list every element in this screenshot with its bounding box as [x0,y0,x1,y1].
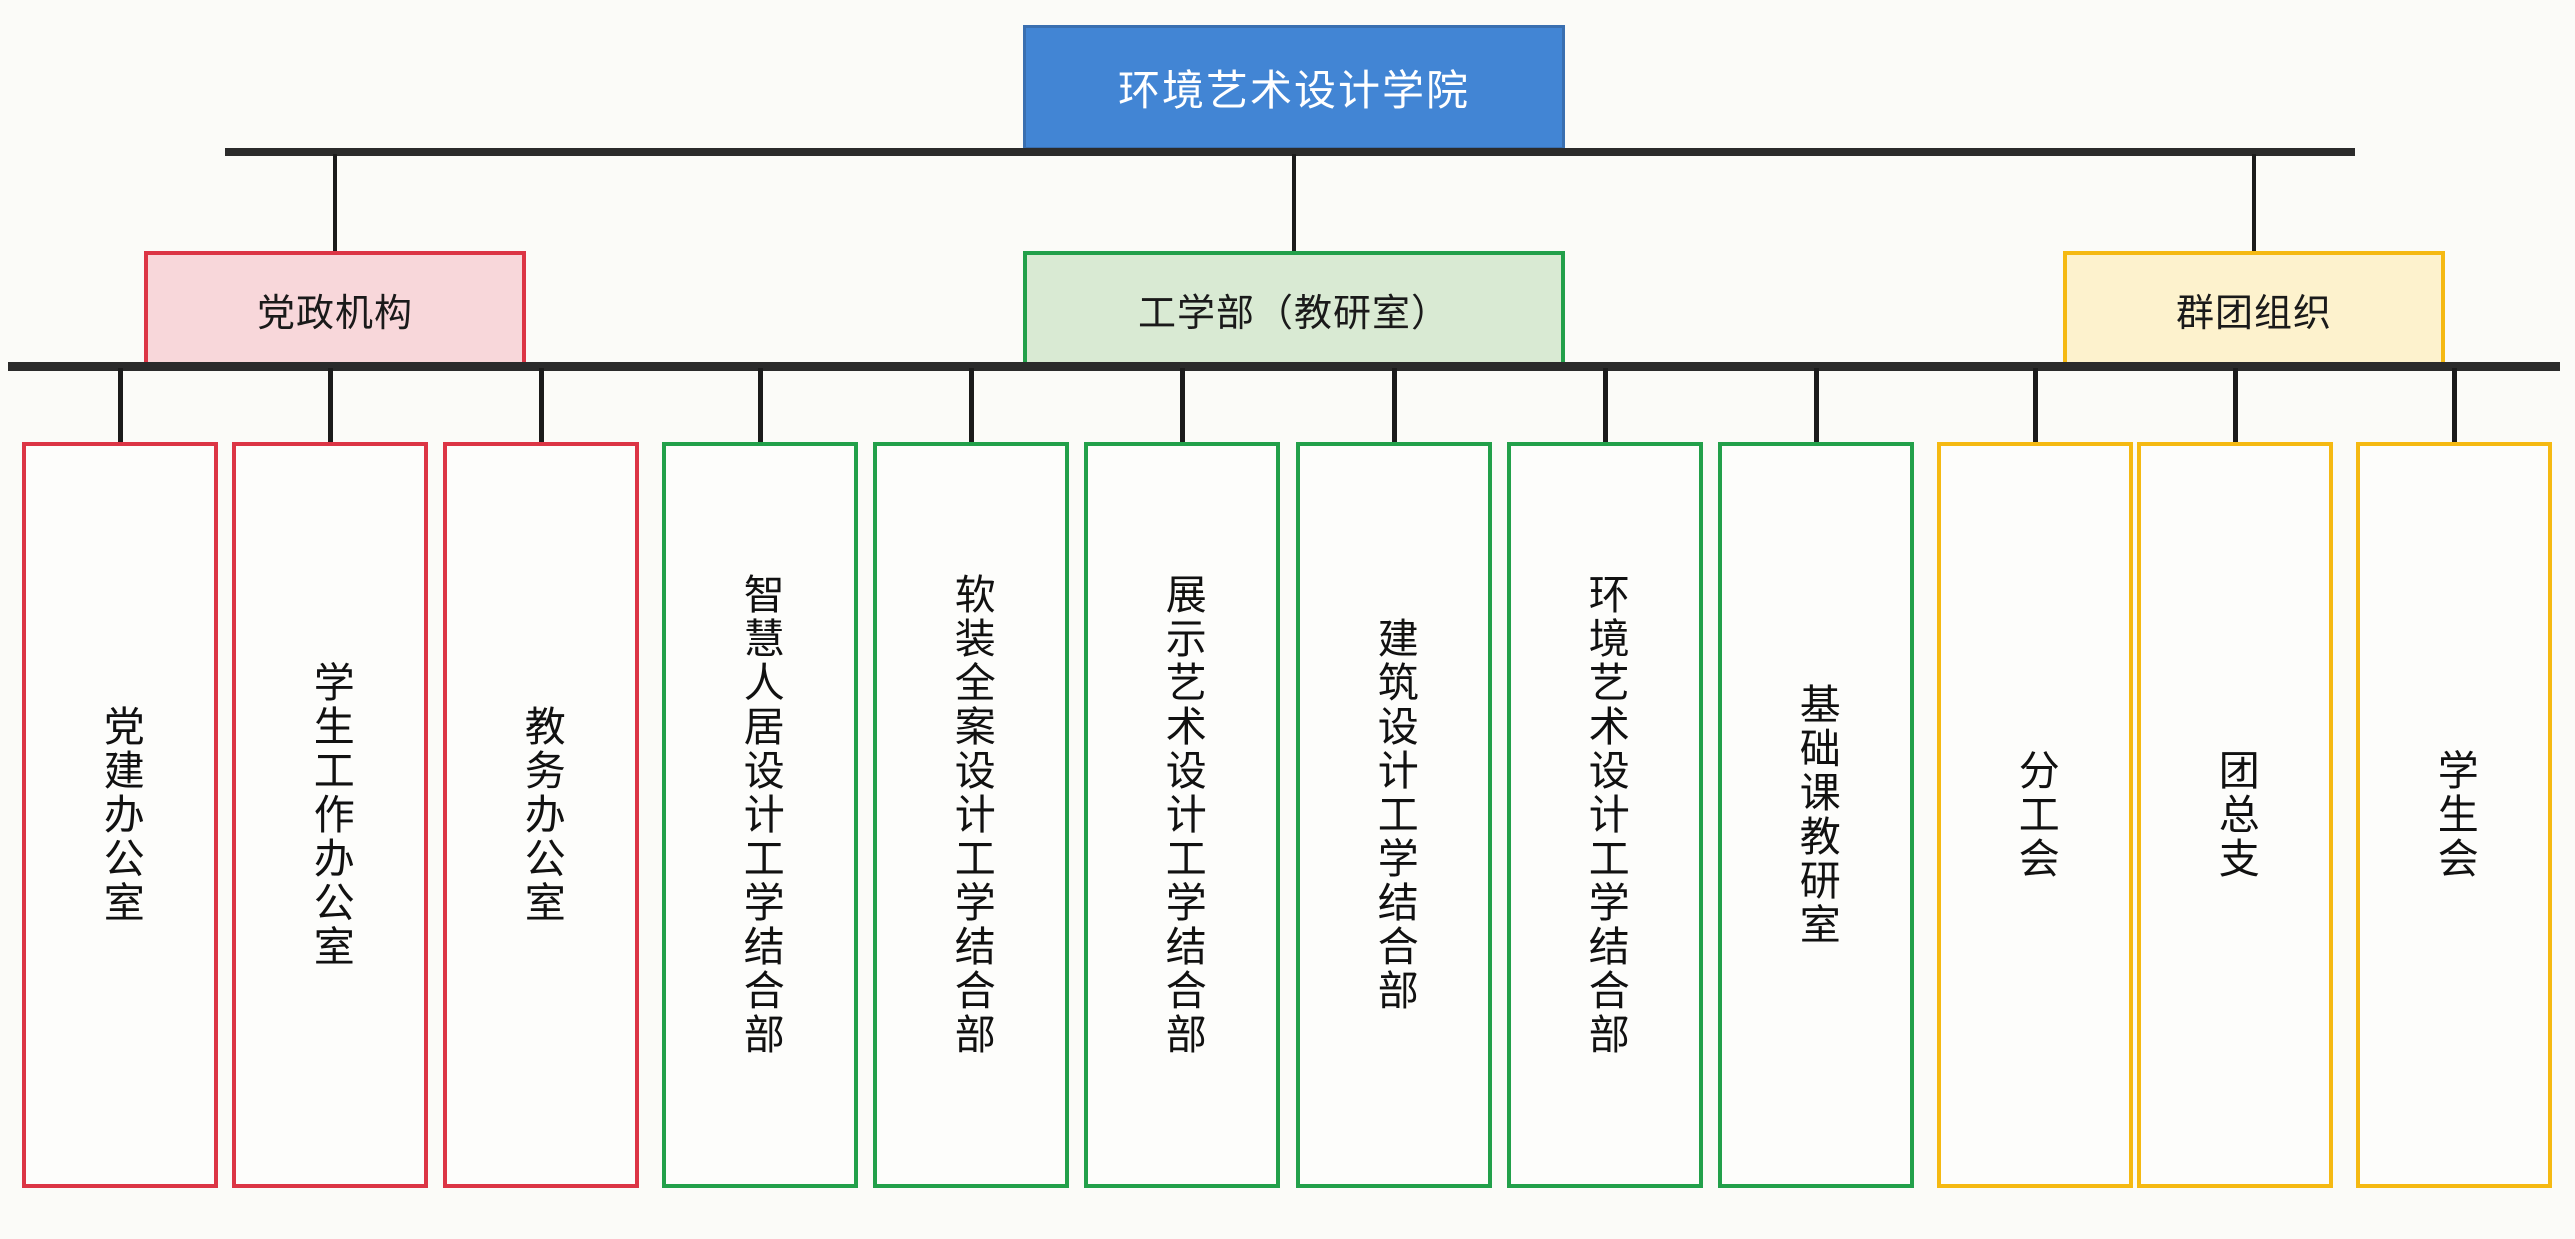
org-node-leaf-youth-league-branch[interactable]: 团总支 [2137,442,2333,1188]
org-node-leaf-smart-living-design[interactable]: 智慧人居设计工学结合部 [662,442,858,1188]
leaf-label: 建筑设计工学结合部 [1371,617,1418,1013]
leaf-label: 智慧人居设计工学结合部 [737,573,784,1057]
org-node-leaf-exhibition-art-design[interactable]: 展示艺术设计工学结合部 [1084,442,1280,1188]
connector-drop-leaf-2 [328,368,333,446]
connector-drop-leaf-11 [2233,368,2238,446]
connector-drop-leaf-5 [969,368,974,446]
leaf-label: 展示艺术设计工学结合部 [1159,573,1206,1057]
org-node-leaf-basic-course-teaching-office[interactable]: 基础课教研室 [1718,442,1914,1188]
connector-drop-leaf-8 [1603,368,1608,446]
leaf-label: 学生工作办公室 [307,661,354,969]
org-node-leaf-branch-union[interactable]: 分工会 [1937,442,2133,1188]
leaf-label: 团总支 [2212,749,2259,881]
connector-drop-cat-green [1292,154,1296,253]
org-node-leaf-academic-affairs-office[interactable]: 教务办公室 [443,442,639,1188]
org-node-root[interactable]: 环境艺术设计学院 [1023,25,1565,150]
leaf-label: 基础课教研室 [1793,683,1840,947]
leaf-label: 教务办公室 [518,705,565,925]
leaf-label: 软装全案设计工学结合部 [948,573,995,1057]
connector-bus-level2 [8,362,2560,371]
org-node-leaf-party-building-office[interactable]: 党建办公室 [22,442,218,1188]
connector-drop-leaf-1 [118,368,123,446]
leaf-label: 环境艺术设计工学结合部 [1582,573,1629,1057]
org-node-leaf-student-union[interactable]: 学生会 [2356,442,2552,1188]
leaf-label: 分工会 [2012,749,2059,881]
connector-drop-leaf-12 [2452,368,2457,446]
org-node-category-green[interactable]: 工学部（教研室） [1023,251,1565,368]
org-node-category-amber[interactable]: 群团组织 [2063,251,2445,368]
leaf-label: 学生会 [2431,749,2478,881]
org-node-leaf-student-affairs-office[interactable]: 学生工作办公室 [232,442,428,1188]
connector-drop-cat-amber [2252,154,2256,253]
connector-drop-leaf-10 [2033,368,2038,446]
leaf-label: 党建办公室 [97,705,144,925]
connector-drop-cat-red [333,154,337,253]
connector-drop-leaf-7 [1392,368,1397,446]
org-node-leaf-architectural-design[interactable]: 建筑设计工学结合部 [1296,442,1492,1188]
connector-bus-level1 [225,148,2355,156]
connector-drop-leaf-4 [758,368,763,446]
org-node-category-red[interactable]: 党政机构 [144,251,526,368]
org-node-leaf-soft-furnishing-design[interactable]: 软装全案设计工学结合部 [873,442,1069,1188]
connector-drop-leaf-3 [539,368,544,446]
connector-drop-leaf-9 [1814,368,1819,446]
org-node-leaf-environmental-art-design[interactable]: 环境艺术设计工学结合部 [1507,442,1703,1188]
connector-drop-leaf-6 [1180,368,1185,446]
